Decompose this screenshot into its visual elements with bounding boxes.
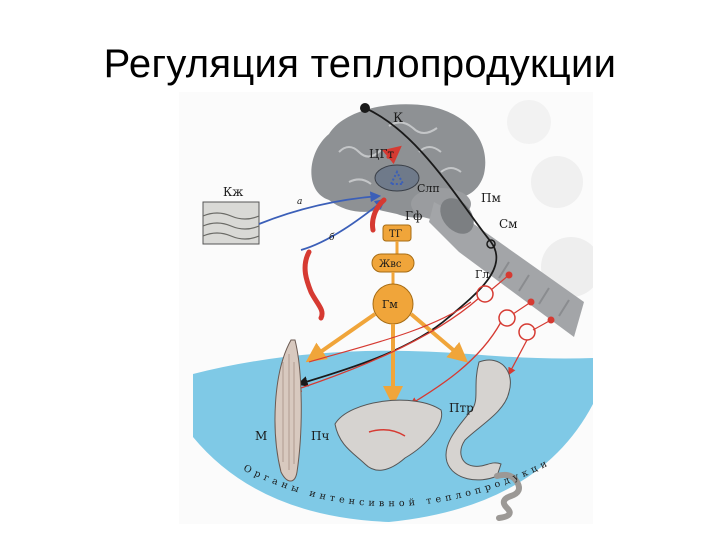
label-pm: Пм [481,191,501,205]
label-slp: Слп [417,182,440,195]
bg-circle [531,156,583,208]
hypothalamus [375,165,419,191]
label-ptr: Птр [449,401,474,415]
label-pch: Пч [311,429,329,443]
bg-circle [507,100,551,144]
label-gl: Гл [475,268,489,281]
label-sm: См [499,217,518,231]
label-gm: Гм [382,298,398,311]
label-kzh: Кж [223,185,243,199]
label-gf: Гф [405,209,422,223]
label-tg: ТГ [389,229,403,240]
label-m: М [255,429,267,443]
label-a: а [297,197,302,207]
thermoregulation-diagram: К ЦГт Слп Пм Гф См Кж а б ТГ Жвс Гл Гм М… [179,92,593,524]
label-b: б [329,232,335,243]
label-cgt: ЦГт [369,147,394,161]
slide-title: Регуляция теплопродукции [0,42,720,87]
label-zhvs: Жвс [379,259,402,270]
label-k: К [393,111,403,126]
